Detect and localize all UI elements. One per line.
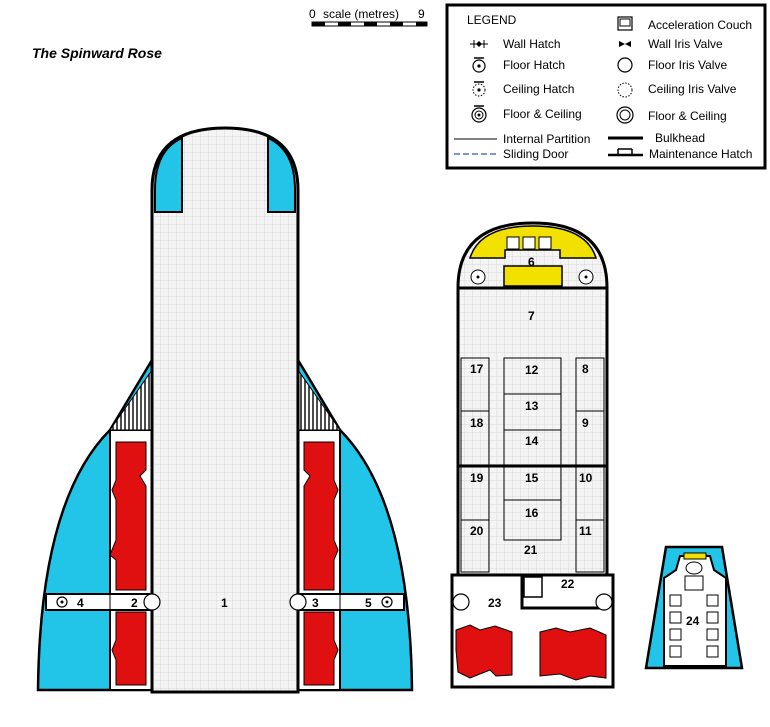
fuselage-room-1 <box>150 126 300 694</box>
pilot-station <box>503 265 563 287</box>
legend-acceleration-couch: Acceleration Couch <box>648 18 752 32</box>
acceleration-couch-icon <box>669 594 682 607</box>
legend-maintenance-hatch: Maintenance Hatch <box>649 147 752 161</box>
room-label: 23 <box>488 596 502 610</box>
wall-hatch-icon <box>470 40 488 48</box>
engine-block <box>109 441 147 591</box>
maintenance-hatch-icon <box>608 148 643 157</box>
room-label: 13 <box>525 399 539 413</box>
engine-block <box>303 441 339 591</box>
main-deck: 1 2 3 4 5 <box>36 126 414 694</box>
ceiling-hatch-icon <box>472 81 486 97</box>
iris-valve-icon <box>289 593 307 611</box>
acceleration-couch-icon <box>506 236 520 250</box>
acceleration-couch-icon <box>669 611 682 624</box>
wall-iris-valve-icon <box>619 41 631 47</box>
engine-block <box>303 611 339 686</box>
room-label: 5 <box>365 596 372 610</box>
legend: LEGEND Wall Hatch Floor Hatch Ceiling Ha… <box>445 3 767 170</box>
iris-valve-icon <box>595 593 613 611</box>
fuel-tank <box>267 136 296 213</box>
acceleration-couch-icon <box>706 611 719 624</box>
upper-deck-hull <box>456 221 609 689</box>
plan-title: The Spinward Rose <box>32 45 162 61</box>
acceleration-couch-icon <box>669 628 682 641</box>
scale-bar: 0 scale (metres) 9 <box>309 7 428 27</box>
room-label: 8 <box>582 362 589 376</box>
legend-ceiling-iris-valve: Ceiling Iris Valve <box>648 82 737 96</box>
engine-block <box>539 627 607 681</box>
room-label: 3 <box>312 596 319 610</box>
room-label: 22 <box>561 577 575 591</box>
iris-valve-icon <box>143 593 161 611</box>
legend-floor-hatch: Floor Hatch <box>503 58 565 72</box>
acceleration-couch-icon <box>538 236 552 250</box>
legend-floor-ceiling-iris: Floor & Ceiling <box>648 109 727 123</box>
floor-ceiling-iris-icon <box>616 106 634 124</box>
small-craft: 24 <box>644 545 744 670</box>
scale-label: scale (metres) <box>323 7 399 21</box>
legend-wall-hatch: Wall Hatch <box>503 37 561 51</box>
engine-block <box>455 624 513 679</box>
legend-floor-ceiling-hatch: Floor & Ceiling <box>503 107 582 121</box>
acceleration-couch-icon <box>706 645 719 658</box>
room-label: 10 <box>579 471 593 485</box>
room-label: 7 <box>528 309 535 323</box>
scale-max: 9 <box>418 7 425 21</box>
legend-ceiling-hatch: Ceiling Hatch <box>503 82 574 96</box>
engine-block <box>111 611 147 686</box>
legend-bulkhead: Bulkhead <box>655 131 705 145</box>
room-label: 20 <box>470 524 484 538</box>
legend-internal-partition: Internal Partition <box>503 132 590 146</box>
room-label: 24 <box>686 614 700 628</box>
ceiling-iris-valve-icon <box>617 82 633 98</box>
floor-ceiling-hatch-icon <box>471 105 487 123</box>
fuel-tank <box>154 136 183 213</box>
room-label: 15 <box>525 471 539 485</box>
legend-floor-iris-valve: Floor Iris Valve <box>648 58 727 72</box>
legend-heading: LEGEND <box>467 13 517 27</box>
room-label: 4 <box>77 596 84 610</box>
room-label: 21 <box>524 543 538 557</box>
room-label: 11 <box>579 524 592 538</box>
room-label: 2 <box>131 596 138 610</box>
room-label: 14 <box>525 434 539 448</box>
scale-zero: 0 <box>309 7 316 21</box>
legend-sliding-door: Sliding Door <box>503 147 568 161</box>
floor-hatch-icon <box>472 57 486 73</box>
upper-deck: 6 7 8 9 10 11 12 13 14 15 16 17 18 19 20… <box>450 221 615 689</box>
room-label: 9 <box>582 416 589 430</box>
room-label: 1 <box>221 596 228 610</box>
acceleration-couch-icon <box>617 16 633 31</box>
room-label: 19 <box>470 471 484 485</box>
room-label: 18 <box>470 416 484 430</box>
legend-wall-iris-valve: Wall Iris Valve <box>648 37 723 51</box>
room-label: 6 <box>528 255 535 269</box>
acceleration-couch-icon <box>706 594 719 607</box>
acceleration-couch-icon <box>706 628 719 641</box>
acceleration-couch-icon <box>522 236 536 250</box>
acceleration-couch-icon <box>669 645 682 658</box>
floor-iris-valve-icon <box>617 57 633 73</box>
room-label: 12 <box>525 363 539 377</box>
room-label: 16 <box>525 506 539 520</box>
iris-valve-icon <box>452 593 470 611</box>
room-label: 17 <box>470 362 484 376</box>
